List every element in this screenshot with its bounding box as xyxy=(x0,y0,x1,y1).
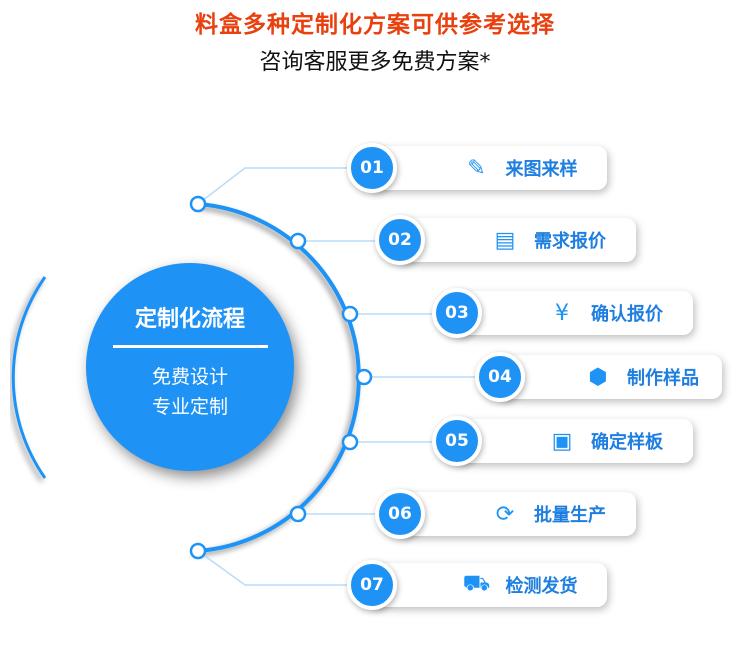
step-label: 确定样板 xyxy=(591,432,663,453)
step-label: 批量生产 xyxy=(534,505,606,526)
step-card-05: ▣ 确定样板 xyxy=(457,419,693,463)
subheadline: 咨询客服更多免费方案* xyxy=(259,50,491,75)
arc-node xyxy=(289,505,307,523)
step-number: 06 xyxy=(375,489,425,539)
step-label: 需求报价 xyxy=(534,231,606,252)
arc-node xyxy=(341,305,359,323)
left-arc xyxy=(11,276,47,479)
step-label: 确认报价 xyxy=(591,304,663,325)
step-label: 检测发货 xyxy=(505,576,578,597)
quote-document-icon: ▤ xyxy=(494,227,516,253)
step-card-07: ⛟ 检测发货 xyxy=(372,563,607,607)
step-number: 05 xyxy=(432,416,482,466)
step-card-03: ¥ 确认报价 xyxy=(457,291,693,335)
center-title: 定制化流程 xyxy=(134,307,245,332)
yen-confirm-icon: ¥ xyxy=(555,300,569,326)
design-pen-icon: ✎ xyxy=(467,155,486,181)
step-label: 来图来样 xyxy=(505,159,578,180)
center-divider xyxy=(112,345,268,348)
step-number: 02 xyxy=(375,215,425,265)
arc-node xyxy=(341,433,359,451)
arc-node xyxy=(189,542,207,560)
step-label: 制作样品 xyxy=(627,368,699,389)
step-number: 04 xyxy=(475,352,525,402)
step-number: 03 xyxy=(432,288,482,338)
step-number: 01 xyxy=(347,143,397,193)
arc-node xyxy=(289,232,307,250)
connector-line xyxy=(197,550,372,586)
center-circle: 定制化流程 免费设计 专业定制 xyxy=(86,263,294,471)
center-line-2: 专业定制 xyxy=(151,396,228,418)
cube-network-icon: ⬢ xyxy=(588,364,608,390)
arc-node xyxy=(355,368,373,386)
production-cycle-icon: ⟳ xyxy=(495,501,515,527)
step-card-06: ⟳ 批量生产 xyxy=(400,492,636,536)
step-card-01: ✎ 来图来样 xyxy=(372,146,607,190)
arc-node xyxy=(189,195,207,213)
step-card-04: ⬢ 制作样品 xyxy=(500,355,722,399)
connector-line xyxy=(197,167,372,205)
center-line-1: 免费设计 xyxy=(151,366,228,388)
sample-document-icon: ▣ xyxy=(551,428,573,454)
delivery-truck-icon: ⛟ xyxy=(462,571,491,596)
headline: 料盒多种定制化方案可供参考选择 xyxy=(195,12,555,38)
step-card-02: ▤ 需求报价 xyxy=(400,218,636,262)
step-number: 07 xyxy=(347,560,397,610)
